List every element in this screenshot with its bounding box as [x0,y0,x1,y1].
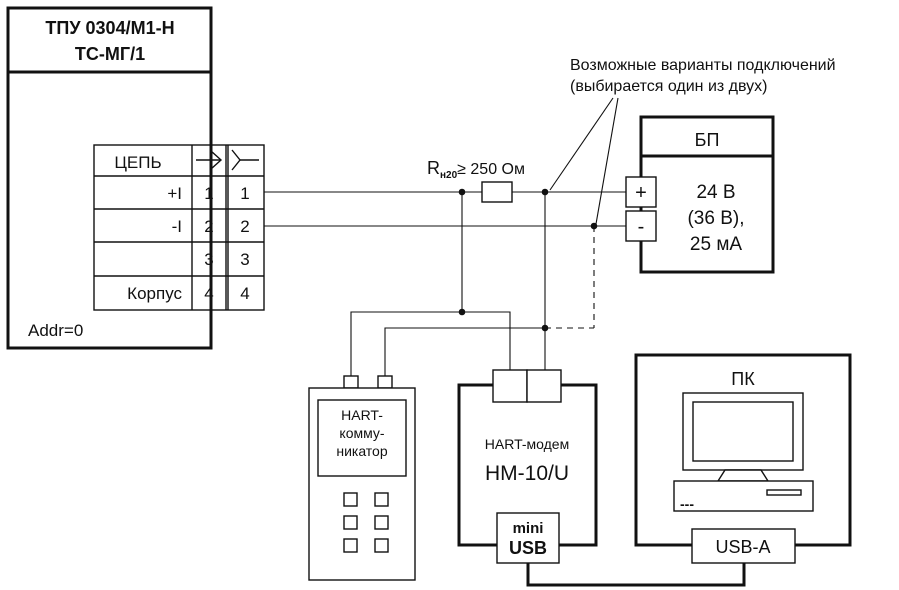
drive-indicator: --- [680,496,694,512]
modem-connector [492,369,528,403]
wires [264,188,746,587]
junction-dot [458,308,466,316]
terminal-row-2-pin-a: 2 [204,217,213,236]
resistor: Rн20≥ 250 Ом [427,158,525,203]
note-pointer-2 [595,97,619,225]
terminal-row-4-pin-b: 4 [240,284,249,303]
usb-a-label: USB-A [715,537,770,557]
mini-usb-label-1: mini [513,520,544,537]
note-line-2: (выбирается один из двух) [570,78,767,95]
sensor-block: ТПУ 0304/М1-Н ТС-МГ/1 Addr=0 [6,6,213,350]
note-line-1: Возможные варианты подключений [570,57,836,74]
usb-cable [526,563,746,587]
terminal-row-3-pin-b: 3 [240,250,249,269]
sensor-frame [6,6,213,350]
arrow-right-icon [196,150,223,170]
power-supply-current: 25 мА [690,234,742,255]
terminal-table-frame [93,144,265,311]
hart-communicator: HART- комму- никатор [308,375,416,581]
junction-dot [541,324,549,332]
resistor-label: Rн20≥ 250 Ом [427,158,525,181]
resistor-symbol [481,181,513,203]
terminal-row-1-pin-b: 1 [240,184,249,203]
terminal-table: ЦЕПЬ +I 1 1 -I 2 2 3 3 Корпус 4 4 [93,144,265,311]
communicator-label-1: HART- [341,407,383,423]
sensor-title-line1: ТПУ 0304/М1-Н [45,18,174,38]
connector-icon [231,149,259,171]
usb-a-port [691,528,796,564]
junction-dot [458,188,466,196]
connection-note: Возможные варианты подключений (выбирает… [549,57,836,225]
communicator-connector [343,375,359,389]
power-supply-alt-voltage: (36 В), [687,208,744,229]
mini-usb-port [496,512,560,564]
sensor-title-line2: ТС-МГ/1 [75,44,145,64]
plus-label: + [635,182,647,204]
power-supply-title: БП [695,130,720,150]
modem-model: НМ-10/U [485,462,569,485]
plus-terminal [625,176,657,208]
note-pointer-1 [549,97,614,191]
terminal-row-4-label: Корпус [127,284,182,303]
sensor-address: Addr=0 [28,321,83,340]
terminal-row-1-label: +I [167,184,182,203]
communicator-label-3: никатор [336,443,388,459]
terminal-row-2-pin-b: 2 [240,217,249,236]
terminal-row-1-pin-a: 1 [204,184,213,203]
mini-usb-label-2: USB [509,538,547,558]
communicator-label-2: комму- [339,425,384,441]
terminal-row-3-pin-a: 3 [204,250,213,269]
keypad-icon [343,492,389,553]
pc-title: ПК [731,369,755,389]
wire-communicator-left [350,311,511,376]
terminal-header-label: ЦЕПЬ [114,153,161,172]
terminal-row-2-label: -I [172,217,182,236]
pc: ПК --- USB-A [634,353,852,564]
power-supply: БП + - 24 В (36 В), 25 мА [625,115,775,274]
junction-dot [541,188,549,196]
communicator-screen [317,399,407,477]
wire-communicator-right [384,327,545,376]
system-unit-icon: --- [673,480,814,512]
modem-connector [526,369,562,403]
terminal-row-4-pin-a: 4 [204,284,213,303]
monitor-icon [682,392,804,482]
minus-label: - [638,216,645,238]
communicator-connector [377,375,393,389]
modem-label: HART-модем [485,436,569,452]
hart-modem: HART-модем НМ-10/U mini USB [457,369,598,564]
junction-dot [590,222,598,230]
power-supply-voltage: 24 В [696,182,735,203]
minus-terminal [625,210,657,242]
